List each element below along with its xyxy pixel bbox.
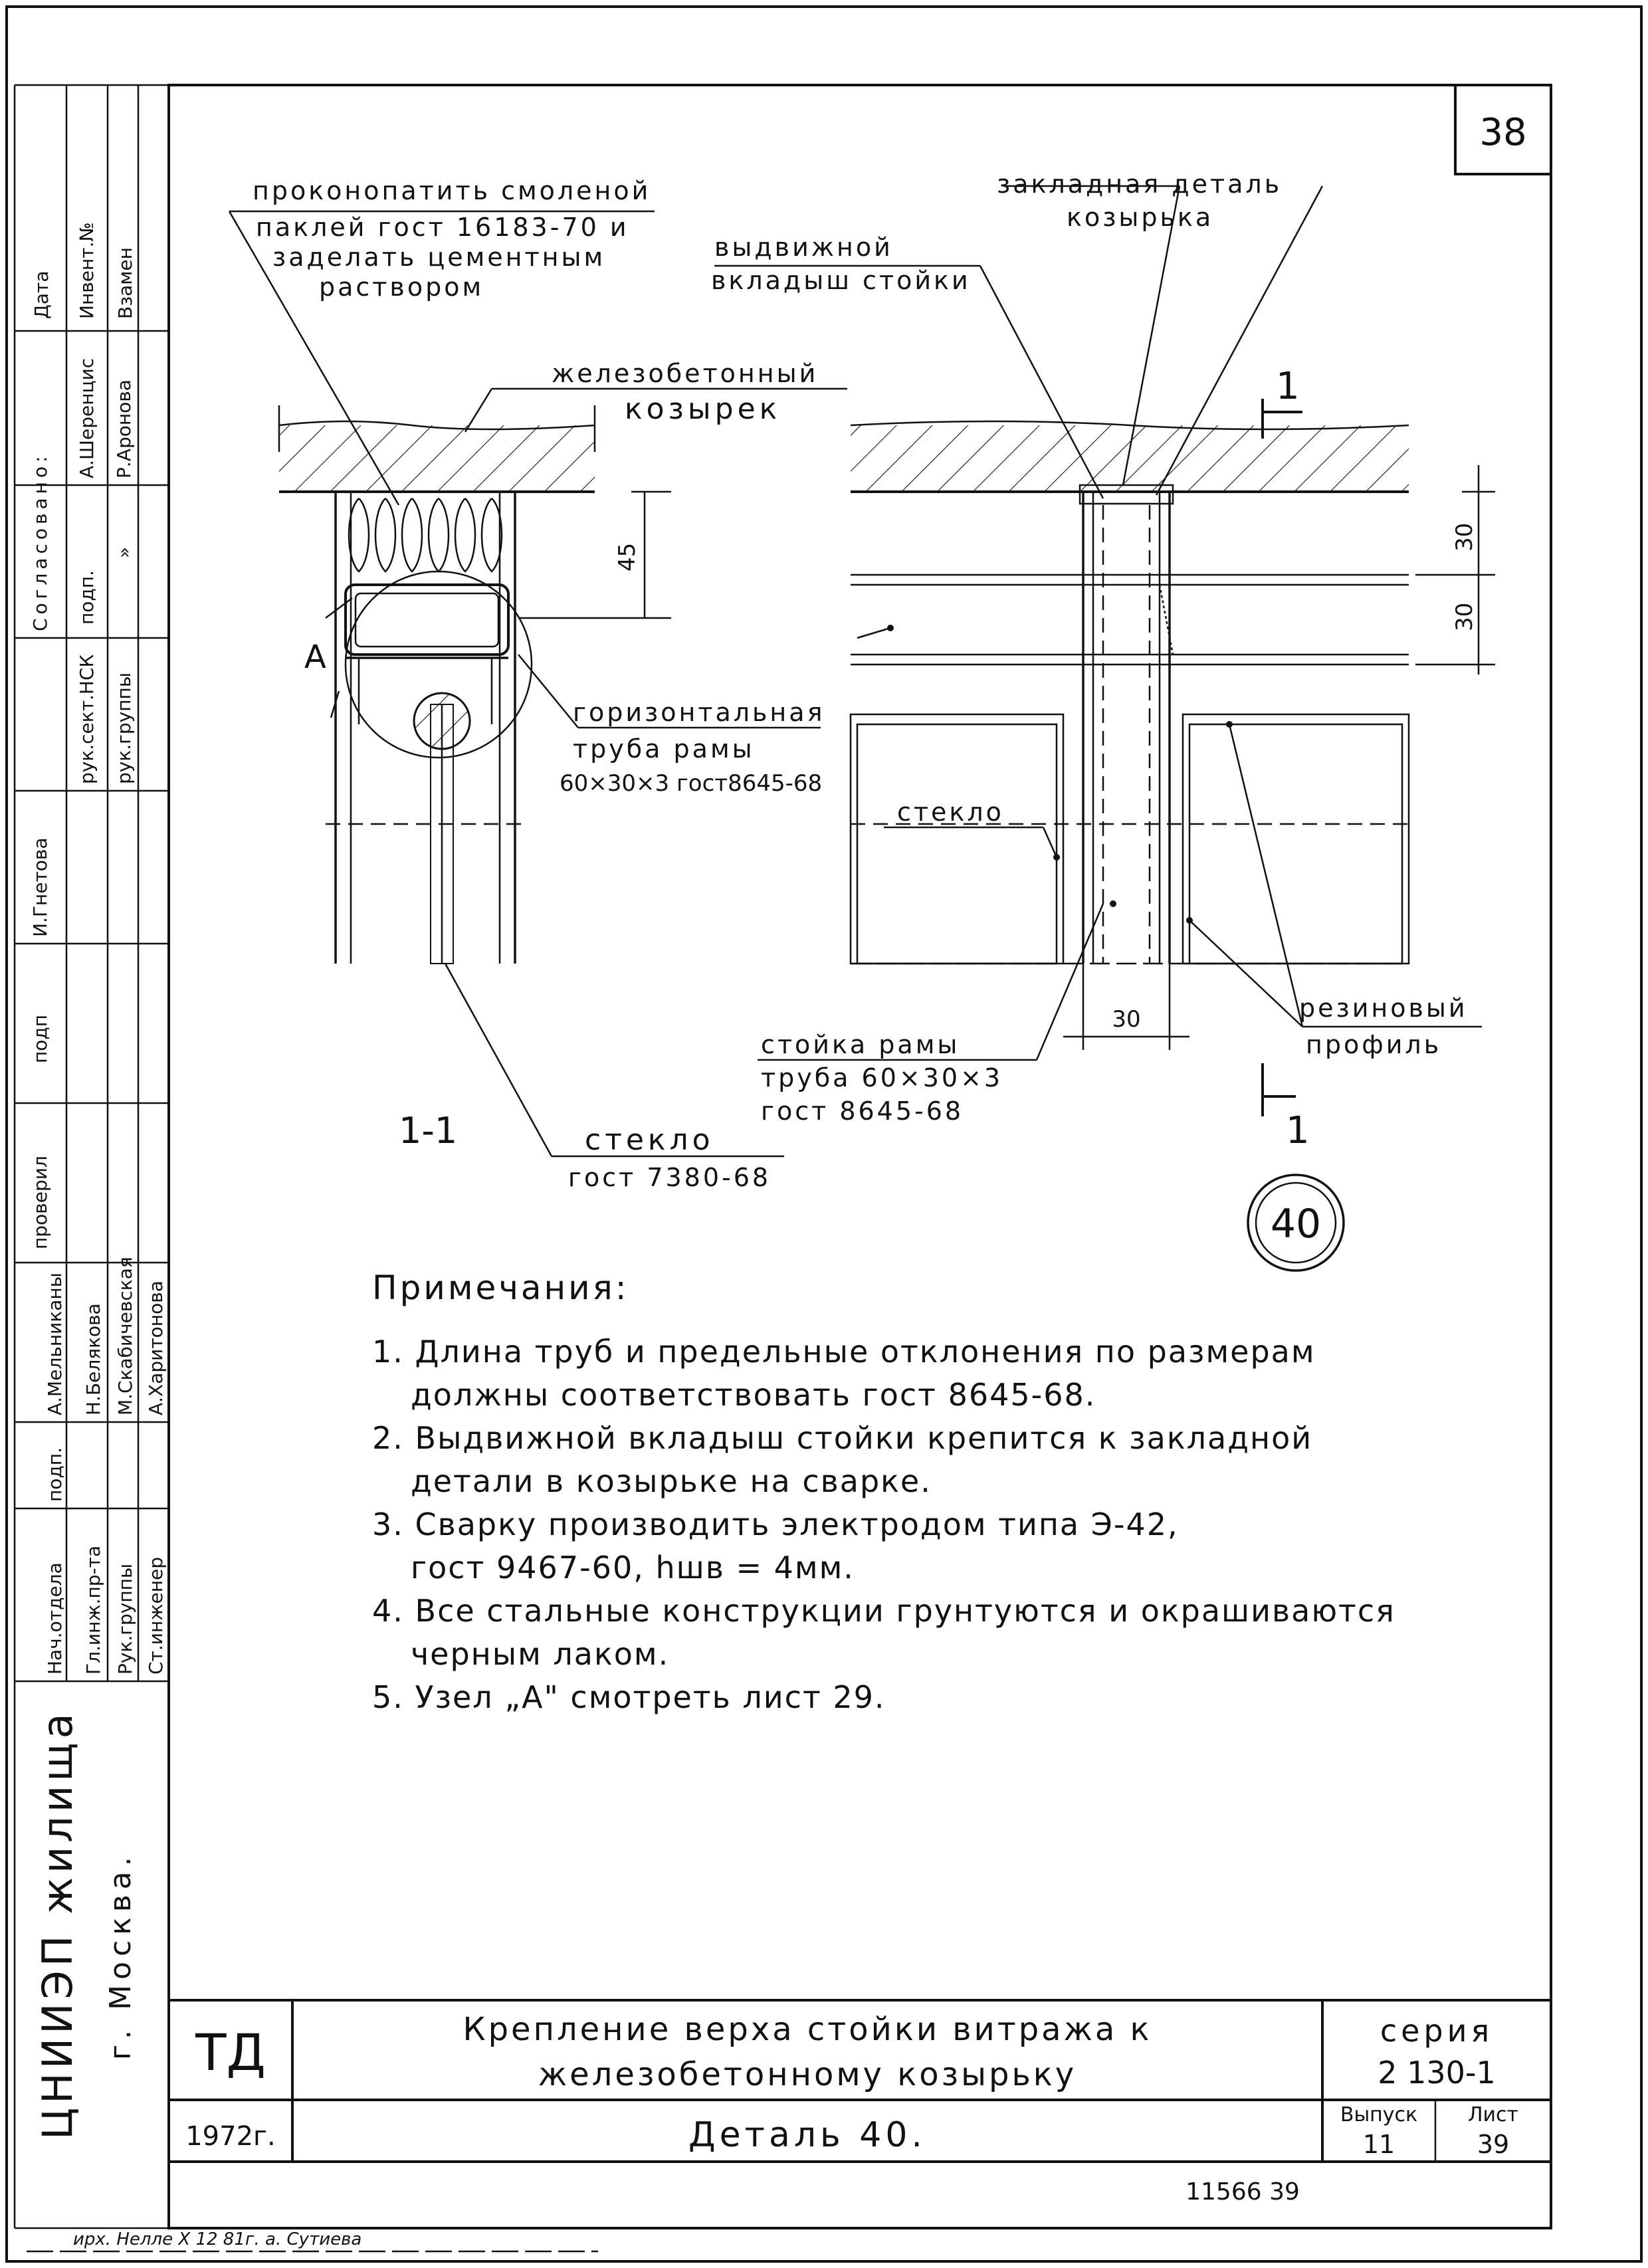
note-1-line1: 1. Длина труб и предельные отклонения по… xyxy=(372,1334,1316,1370)
org-city: г. Москва. xyxy=(104,1851,138,2060)
outer-frame xyxy=(5,5,1643,2263)
section-marker-top: 1 xyxy=(1276,365,1300,408)
agreed-sign-1: » xyxy=(113,547,135,558)
glass-right-label: стекло xyxy=(897,797,1004,827)
check-label: проверил xyxy=(29,1156,51,1249)
title-line1: Крепление верха стойки витража к xyxy=(463,2011,1152,2048)
staff-role-3: Ст.инженер xyxy=(145,1557,167,1675)
note-2-line2: детали в козырьке на сварке. xyxy=(411,1463,932,1499)
glass-left-line1: стекло xyxy=(585,1123,714,1157)
sheet-number: 38 xyxy=(1479,111,1526,154)
note-3-line1: 3. Сварку производить электродом типа Э-… xyxy=(372,1506,1179,1542)
horizontal-tube xyxy=(344,583,510,656)
leader-dot-1 xyxy=(887,625,894,631)
note-2-line1: 2. Выдвижной вкладыш стойки крепится к з… xyxy=(372,1420,1312,1456)
note-5-line1: 5. Узел „А" смотреть лист 29. xyxy=(372,1679,886,1715)
staff-name-1: Н.Белякова xyxy=(82,1303,104,1415)
series-label: серия xyxy=(1380,2013,1493,2049)
horiz-line1: горизонтальная xyxy=(573,698,825,727)
subtitle: Деталь 40. xyxy=(688,2115,926,2155)
detail-number-circle-outer xyxy=(1247,1174,1345,1272)
dim-45: 45 xyxy=(614,543,641,571)
note-4-line1: 4. Все стальные конструкции грунтуются и… xyxy=(372,1593,1395,1629)
section-view: А 45 xyxy=(228,210,847,1158)
col-replace: Взамен xyxy=(114,247,136,319)
sheet-value: 39 xyxy=(1477,2130,1509,2159)
check-name: И.Гнетова xyxy=(29,837,51,937)
dim-30-mid: 30 xyxy=(1451,603,1478,631)
archive-number: 11566 39 xyxy=(1185,2178,1300,2206)
rubber-line2: профиль xyxy=(1306,1030,1441,1059)
canopy-line1: железобетонный xyxy=(552,359,818,388)
insert-line2: вкладыш стойки xyxy=(711,266,971,295)
col-date: Дата xyxy=(31,270,52,319)
dim-30-bottom: 30 xyxy=(1112,1006,1140,1033)
leader-dot-2 xyxy=(1053,854,1060,861)
detail-number: 40 xyxy=(1271,1201,1321,1247)
caulk-line1: проконопатить смоленой xyxy=(253,176,651,205)
year-label: 1972г. xyxy=(185,2121,276,2152)
leader-dot-4 xyxy=(1226,721,1233,728)
agreed-name-1: Р.Аронова xyxy=(113,379,135,478)
caulking-coils xyxy=(348,498,503,573)
caulk-line3: заделать цементным xyxy=(272,243,605,272)
col-inventory: Инвент.№ xyxy=(76,222,98,319)
sheet-label: Лист xyxy=(1468,2103,1518,2126)
node-a-circle xyxy=(344,570,533,759)
canopy-slab-elev xyxy=(851,425,1409,492)
dim-30-top: 30 xyxy=(1451,523,1478,552)
sheet-number-box xyxy=(1454,84,1552,175)
embedded-line1: закладная деталь xyxy=(997,169,1282,199)
horiz-line2: труба рамы xyxy=(573,734,755,764)
agreed-name-0: А.Шеренцис xyxy=(76,358,98,478)
node-a-label: А xyxy=(304,639,326,676)
title-line2: железобетонному козырьку xyxy=(538,2056,1077,2093)
sign-label: подп xyxy=(29,1015,51,1063)
series-value: 2 130-1 xyxy=(1378,2055,1496,2091)
post-line2: труба 60×30×3 xyxy=(761,1063,1003,1092)
section-marker-bottom: 1 xyxy=(1286,1109,1310,1152)
embedded-line2: козырька xyxy=(1067,203,1213,232)
canopy-slab xyxy=(279,425,595,492)
glass-left-line2: гост 7380-68 xyxy=(568,1163,771,1192)
org-name: ЦНИИЭП жилища xyxy=(33,1709,82,2140)
section-label: 1-1 xyxy=(399,1110,457,1152)
agreed-role-0: рук.сект.НСК xyxy=(76,654,98,784)
issue-value: 11 xyxy=(1363,2130,1395,2159)
leader-dot-3 xyxy=(1110,900,1116,907)
caulk-line4: раствором xyxy=(319,272,484,302)
embedded-part xyxy=(1079,484,1174,505)
td-label: ТД xyxy=(195,2023,266,2082)
elevation-view: 30 30 30 1 1 xyxy=(714,185,1495,1152)
note-1-line2: должны соответствовать гост 8645-68. xyxy=(411,1377,1096,1413)
horiz-line3: 60×30×3 гост8645-68 xyxy=(560,770,822,797)
agreed-sign-0: подп. xyxy=(76,570,98,625)
staff-name-2: М.Скабичевская xyxy=(114,1257,136,1415)
insert-line1: выдвижной xyxy=(714,233,893,262)
staff-sign-0: подп. xyxy=(44,1447,66,1502)
caulk-line2: паклей гост 16183-70 и xyxy=(256,213,629,242)
agreed-title: Согласовано: xyxy=(29,452,51,631)
side-table: Дата Инвент.№ Взамен Согласовано: рук.се… xyxy=(13,84,169,2229)
canopy-line2: козырек xyxy=(625,392,781,426)
agreed-role-1: рук.группы xyxy=(113,672,135,784)
notes-heading: Примечания: xyxy=(372,1269,629,1307)
inner-frame xyxy=(167,84,1552,2229)
staff-name-3: А.Харитонова xyxy=(145,1281,167,1415)
title-block xyxy=(169,1999,1551,2163)
issue-label: Выпуск xyxy=(1340,2103,1417,2126)
footer-signatures: ирх. Нелле Х 12 81г. а. Сутиева xyxy=(73,2229,361,2249)
post-line1: стойка рамы xyxy=(761,1030,960,1059)
staff-role-0: Нач.отдела xyxy=(44,1562,66,1675)
staff-role-2: Рук.группы xyxy=(114,1564,136,1675)
note-4-line2: черным лаком. xyxy=(411,1636,669,1672)
rubber-line1: резиновый xyxy=(1299,993,1468,1023)
staff-name-0: А.Мельниканы xyxy=(44,1273,66,1415)
staff-role-1: Гл.инж.пр-та xyxy=(82,1546,104,1675)
post-line3: гост 8645-68 xyxy=(761,1096,964,1126)
detail-number-circle-inner xyxy=(1255,1182,1337,1264)
leader-dot-5 xyxy=(1186,917,1193,924)
note-3-line2: гост 9467-60, hшв = 4мм. xyxy=(411,1550,855,1586)
